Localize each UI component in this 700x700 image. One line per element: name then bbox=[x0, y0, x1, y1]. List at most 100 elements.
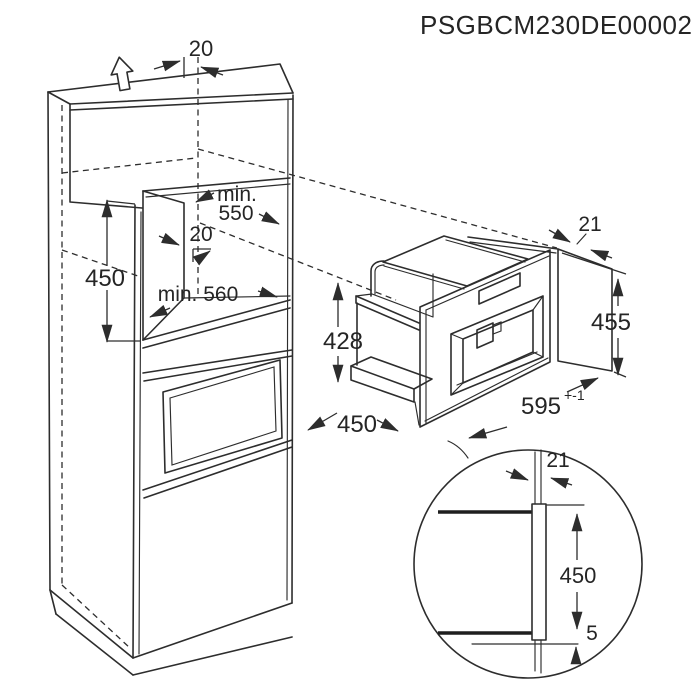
front-panel-inner-bottom bbox=[424, 357, 549, 422]
dim-arrow-left bbox=[468, 426, 508, 439]
niche-floor-front-edge-2 bbox=[142, 307, 291, 349]
cabinet-drawing: 20 min. 550 20 450 min. 560 bbox=[47, 36, 558, 676]
dim-niche-height: 450 bbox=[85, 199, 140, 343]
dim-arrow-left bbox=[307, 412, 338, 431]
dim-detail-front-height: 450 bbox=[560, 513, 597, 630]
cabinet-top-left-edge bbox=[47, 91, 71, 105]
dim-arrow-right bbox=[257, 286, 278, 298]
dim-ticks bbox=[106, 200, 140, 342]
dim-arrow-left bbox=[195, 189, 215, 203]
plinth-left-edge bbox=[55, 613, 134, 676]
middle-door-panel bbox=[162, 359, 283, 474]
divider-lower-bottom bbox=[143, 446, 293, 499]
appliance-top-face bbox=[382, 235, 529, 287]
middle-door-panel-inner bbox=[169, 366, 277, 466]
coffee-spout-2 bbox=[492, 321, 502, 335]
product-code: PSGBCM230DE00002 bbox=[420, 10, 692, 40]
body-trim-curve bbox=[370, 260, 385, 297]
divider-upper-top bbox=[142, 349, 293, 374]
hidden-niche-edge bbox=[61, 249, 139, 277]
dim-body-height-value: 428 bbox=[323, 328, 363, 355]
detail-frame-bar bbox=[531, 503, 547, 641]
dim-cutout-width-tolerance: +-1 bbox=[564, 387, 585, 403]
dim-detail-front-height-value: 450 bbox=[560, 563, 597, 588]
dim-top-clearance-value: 20 bbox=[189, 36, 213, 61]
dim-top-clearance: 20 bbox=[153, 36, 224, 79]
dim-arrow-right bbox=[258, 211, 280, 225]
plate-top-edge bbox=[467, 236, 559, 250]
hidden-top-shelf-edge bbox=[61, 157, 197, 174]
dim-rear-gap-value: 20 bbox=[189, 223, 212, 246]
plate-top-edge-2 bbox=[469, 241, 557, 254]
dim-niche-depth: min. 560 bbox=[149, 283, 278, 318]
base-step-top bbox=[350, 356, 433, 390]
appliance-drawing: 21 455 428 450 595 +-1 bbox=[307, 213, 631, 439]
dim-cutout-width-value: 595 bbox=[521, 393, 561, 420]
dim-arrow-left bbox=[505, 468, 529, 481]
dim-rear-gap: 20 bbox=[158, 223, 213, 266]
dim-body-depth: 450 bbox=[307, 411, 399, 438]
dispenser-recess-sides bbox=[450, 295, 544, 396]
dim-cutout-width: 595 +-1 bbox=[468, 377, 599, 439]
niche-ceiling-edge-2 bbox=[145, 183, 291, 198]
dim-arrow-right bbox=[590, 249, 613, 262]
hidden-bottom-edge bbox=[61, 584, 131, 649]
front-panel-inner-top bbox=[425, 255, 550, 311]
base-step-connect bbox=[414, 401, 420, 426]
dim-cutout-height: 455 bbox=[561, 252, 631, 378]
up-arrow-icon bbox=[110, 56, 134, 92]
plinth-bottom-edge bbox=[132, 636, 293, 676]
projection-line-bottom bbox=[199, 222, 397, 301]
dim-detail-frame-thickness-value: 21 bbox=[546, 449, 569, 472]
dim-arrow-left bbox=[153, 60, 181, 72]
appliance-top-face-edge-3 bbox=[445, 239, 526, 263]
detail-upper-panel-lines bbox=[534, 449, 542, 505]
dim-arrow-left bbox=[149, 304, 171, 318]
detail-circle: 21 450 5 bbox=[413, 440, 643, 679]
dim-arrow-left bbox=[158, 232, 180, 246]
display-window bbox=[478, 272, 521, 305]
dim-niche-depth-value: min. 560 bbox=[158, 283, 239, 306]
body-trim-curve-2 bbox=[374, 264, 385, 295]
dim-niche-width-label: min. bbox=[217, 183, 257, 206]
coffee-spout bbox=[476, 322, 494, 349]
cabinet-front-right-edge bbox=[291, 94, 294, 604]
projection-lines bbox=[197, 148, 558, 301]
upper-body-base bbox=[355, 273, 434, 318]
shelf-rail bbox=[355, 295, 420, 331]
dim-arrow-up bbox=[192, 250, 211, 266]
cabinet-front-left-edge-2 bbox=[138, 211, 142, 655]
detail-lower-panel-lines bbox=[534, 639, 542, 674]
appliance-top-face-edge-2 bbox=[383, 265, 465, 290]
dim-frame-overhang-value: 21 bbox=[578, 213, 601, 236]
dim-leader bbox=[576, 233, 587, 245]
dim-detail-bottom-overhang-value: 5 bbox=[586, 622, 598, 645]
dim-detail-frame-thickness: 21 bbox=[505, 449, 573, 489]
dim-arrow-right bbox=[550, 477, 573, 489]
dim-niche-width-value: 550 bbox=[218, 202, 253, 225]
divider-lower-top bbox=[142, 439, 293, 491]
detail-circle-outline bbox=[413, 449, 643, 679]
cabinet-front-left-edge bbox=[132, 204, 136, 659]
divider-upper-bottom bbox=[143, 355, 293, 382]
cabinet-hutch-left bbox=[69, 103, 143, 209]
dim-detail-bottom-overhang: 5 bbox=[570, 622, 598, 665]
cabinet-bottom-edge bbox=[132, 602, 293, 659]
dim-arrow-right bbox=[566, 377, 599, 393]
niche-left-wall bbox=[142, 190, 185, 341]
dim-arrow-right bbox=[200, 66, 224, 79]
drip-tray-edge bbox=[456, 351, 538, 386]
dim-arrow-left bbox=[548, 228, 571, 243]
detail-leader-arc bbox=[447, 440, 469, 459]
dim-arrow-right bbox=[376, 418, 399, 432]
plinth-left-step bbox=[49, 589, 57, 615]
dim-niche-height-value: 450 bbox=[85, 265, 125, 292]
plate-right-face bbox=[557, 248, 613, 372]
dim-frame-overhang: 21 bbox=[548, 213, 613, 262]
projection-line-top bbox=[197, 148, 558, 249]
base-step-front bbox=[350, 365, 415, 403]
dim-body-depth-value: 450 bbox=[337, 411, 377, 438]
